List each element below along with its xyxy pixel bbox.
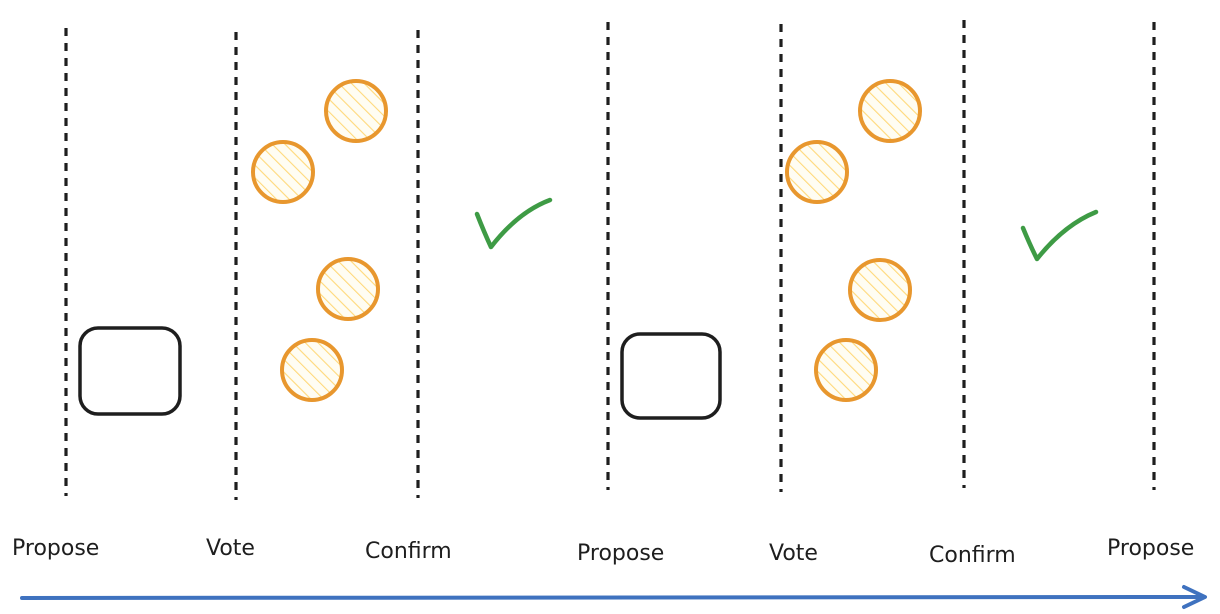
vote-circle: [858, 79, 922, 143]
vote-circle: [280, 338, 344, 402]
vote-circle: [814, 338, 878, 402]
vote-circle: [848, 258, 912, 322]
label-propose-3: Propose: [1107, 536, 1194, 561]
label-confirm-2: Confirm: [929, 543, 1016, 568]
proposal-box-1: [78, 326, 182, 416]
check-mark-icon: [1020, 209, 1099, 262]
votes-round-2: [785, 79, 922, 402]
label-vote-2: Vote: [769, 541, 818, 566]
label-vote-1: Vote: [206, 536, 255, 561]
label-propose-1: Propose: [12, 536, 99, 561]
phase-dividers: [64, 20, 1156, 500]
vote-circle: [785, 140, 849, 204]
label-confirm-1: Confirm: [365, 539, 452, 564]
votes-round-1: [251, 79, 388, 402]
arrow-right-icon: [20, 585, 1207, 609]
vote-circle: [251, 140, 315, 204]
label-propose-2: Propose: [577, 541, 664, 566]
vote-circle: [316, 257, 380, 321]
check-mark-icon: [474, 197, 553, 250]
proposal-box-2: [620, 332, 722, 420]
vote-circle: [324, 79, 388, 143]
